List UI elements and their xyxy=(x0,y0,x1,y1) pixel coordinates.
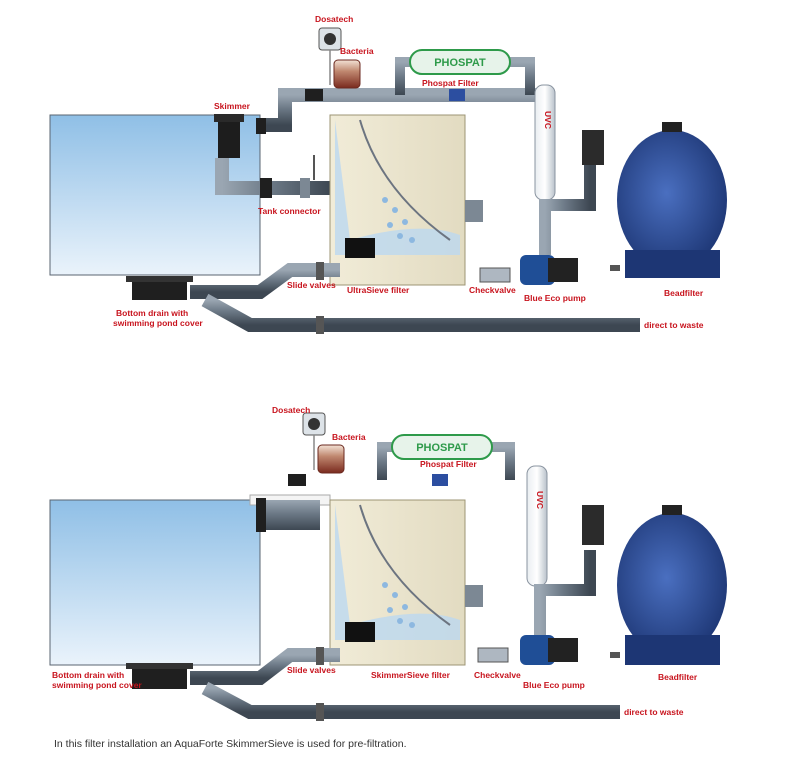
label-bottom-drain-1: Bottom drain with xyxy=(52,670,124,680)
uvc-unit xyxy=(534,84,556,201)
label-bottom-drain-2: swimming pond cover xyxy=(52,680,142,690)
label-skimmer: Skimmer xyxy=(214,101,251,111)
pond-water xyxy=(49,499,261,666)
checkvalve xyxy=(477,647,509,663)
uvc-unit xyxy=(526,465,548,587)
label-bacteria: Bacteria xyxy=(340,46,374,56)
label-pump: Blue Eco pump xyxy=(524,293,586,303)
label-bottom-drain-1: Bottom drain with xyxy=(116,308,188,318)
label-waste: direct to waste xyxy=(644,320,704,330)
uvc-text: UVC xyxy=(535,491,545,509)
blue-eco-pump xyxy=(520,255,555,285)
label-pump: Blue Eco pump xyxy=(523,680,585,690)
ultrasieve-filter xyxy=(329,114,466,286)
beadfilter xyxy=(617,130,727,270)
diagram-ultrasieve: PHOSPAT UVC xyxy=(49,14,727,334)
phospat-logo: PHOSPAT xyxy=(416,442,468,454)
phospat-filter xyxy=(391,434,493,460)
checkvalve xyxy=(479,267,511,283)
label-beadfilter: Beadfilter xyxy=(658,672,698,682)
label-sieve-filter: UltraSieve filter xyxy=(347,285,410,295)
bottom-drain xyxy=(132,667,187,689)
phospat-logo: PHOSPAT xyxy=(434,57,486,69)
bottom-drain xyxy=(132,280,187,300)
bacteria-bottle xyxy=(333,59,361,89)
label-sieve-filter: SkimmerSieve filter xyxy=(371,670,451,680)
label-checkvalve: Checkvalve xyxy=(474,670,521,680)
label-slide-valves: Slide valves xyxy=(287,665,336,675)
bacteria-bottle xyxy=(317,444,345,474)
label-dosatech: Dosatech xyxy=(272,405,310,415)
caption: In this filter installation an AquaForte… xyxy=(54,738,407,750)
skimmer-pipe xyxy=(215,158,330,195)
diagram-skimmersieve: PHOSPAT UVC xyxy=(49,405,727,721)
label-tank-connector: Tank connector xyxy=(258,206,321,216)
blue-eco-pump xyxy=(520,635,555,665)
label-bacteria: Bacteria xyxy=(332,432,366,442)
label-dosatech: Dosatech xyxy=(315,14,353,24)
label-slide-valves: Slide valves xyxy=(287,280,336,290)
beadfilter xyxy=(617,513,727,657)
uvc-text: UVC xyxy=(543,111,553,129)
phospat-filter xyxy=(409,49,511,75)
label-checkvalve: Checkvalve xyxy=(469,285,516,295)
label-phospat-filter: Phospat Filter xyxy=(422,78,479,88)
label-phospat-filter: Phospat Filter xyxy=(420,459,477,469)
label-beadfilter: Beadfilter xyxy=(664,288,704,298)
label-waste: direct to waste xyxy=(624,707,684,717)
skimmersieve-inlet xyxy=(260,500,320,530)
skimmer xyxy=(218,118,240,158)
label-bottom-drain-2: swimming pond cover xyxy=(113,318,203,328)
